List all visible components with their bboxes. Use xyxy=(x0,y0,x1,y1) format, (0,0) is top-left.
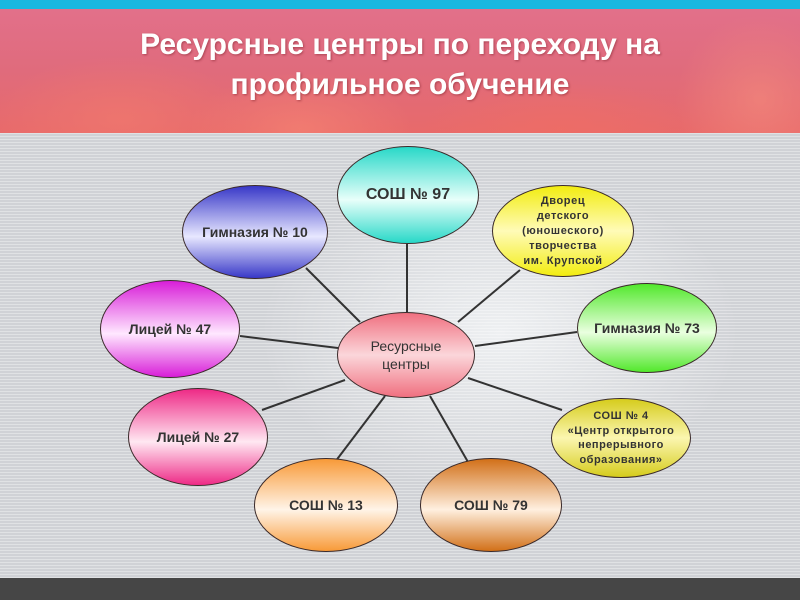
node-label: Лицей № 27 xyxy=(156,429,240,445)
connector-sosh4 xyxy=(467,377,563,411)
connector-lic47 xyxy=(239,335,339,349)
node-label: творчества xyxy=(529,239,597,252)
node-sosh-79: СОШ № 79 xyxy=(420,458,562,552)
title-line-2: профильное обучение xyxy=(230,68,570,101)
center-node-resource-centers: Ресурсные центры xyxy=(337,312,475,398)
slide-title: Ресурсные центры по переходу на профильн… xyxy=(0,25,800,105)
title-line-1: Ресурсные центры по переходу на xyxy=(140,28,660,61)
connector-dvorec xyxy=(457,269,521,323)
title-banner: Ресурсные центры по переходу на профильн… xyxy=(0,9,800,133)
node-label: детского xyxy=(536,209,590,222)
node-label: Гимназия № 10 xyxy=(202,224,308,240)
node-label: Лицей № 47 xyxy=(128,321,212,337)
connector-sosh79 xyxy=(429,395,469,463)
node-sosh-97: СОШ № 97 xyxy=(337,146,479,244)
node-label: им. Крупской xyxy=(523,254,603,267)
footer-bar xyxy=(0,578,800,600)
node-dvorec-tvorchestva: Дворец детского (юношеского) творчества … xyxy=(492,185,634,277)
connector-gimn10 xyxy=(305,267,361,323)
node-label: Гимназия № 73 xyxy=(594,320,700,336)
node-label: (юношеского) xyxy=(522,224,604,237)
node-sosh-4: СОШ № 4 «Центр открытого непрерывного об… xyxy=(551,398,691,478)
node-gimnaziya-73: Гимназия № 73 xyxy=(577,283,717,373)
node-licey-27: Лицей № 27 xyxy=(128,388,268,486)
node-label: образования» xyxy=(579,453,663,466)
node-label: СОШ № 13 xyxy=(289,497,363,513)
connector-sosh13 xyxy=(334,395,386,463)
node-gimnaziya-10: Гимназия № 10 xyxy=(182,185,328,279)
connector-gimn73 xyxy=(474,331,578,347)
node-label: СОШ № 97 xyxy=(365,186,451,203)
node-label: непрерывного xyxy=(578,439,664,451)
node-sosh-13: СОШ № 13 xyxy=(254,458,398,552)
node-licey-47: Лицей № 47 xyxy=(100,280,240,378)
connector-lic27 xyxy=(261,379,346,411)
top-accent-bar xyxy=(0,0,800,9)
node-label: СОШ № 4 xyxy=(593,410,649,422)
node-label: Дворец xyxy=(540,194,586,207)
node-label: СОШ № 79 xyxy=(454,497,528,513)
center-label-line: центры xyxy=(382,356,430,372)
center-label-line: Ресурсные xyxy=(370,338,442,354)
node-label: «Центр открытого xyxy=(567,424,675,437)
